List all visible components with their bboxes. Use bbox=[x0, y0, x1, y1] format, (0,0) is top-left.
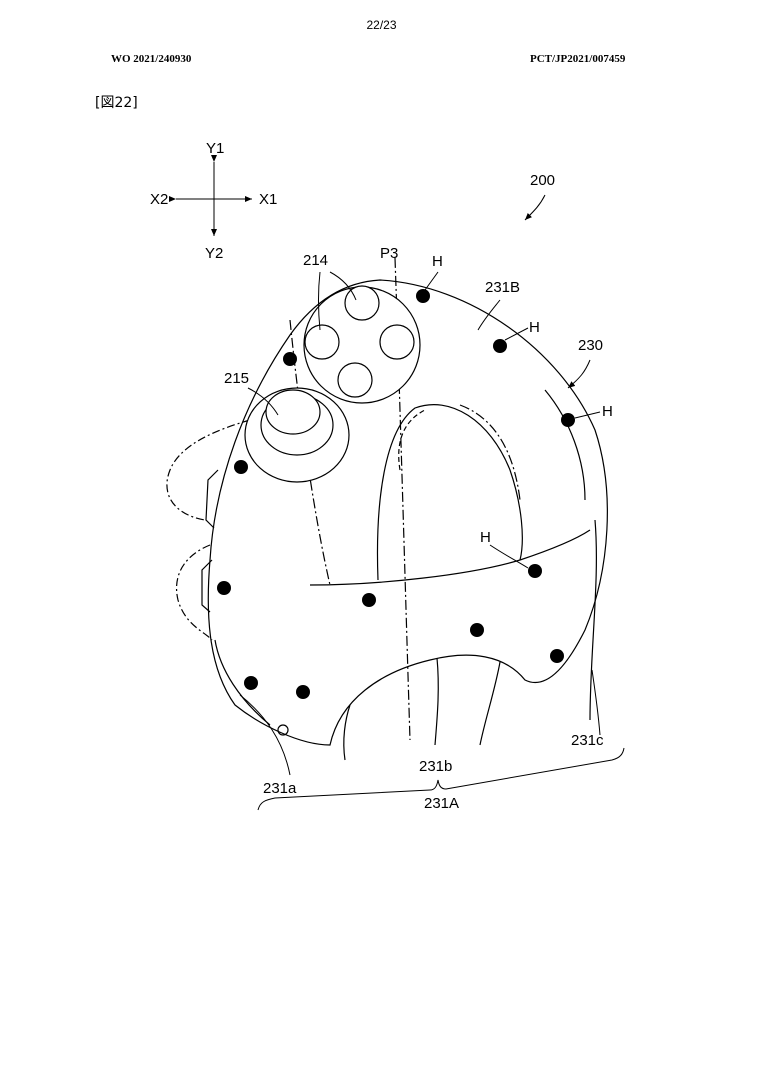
marker-dot bbox=[493, 339, 507, 353]
marker-dot bbox=[416, 289, 430, 303]
bottom-line-a bbox=[343, 704, 351, 761]
button-left bbox=[304, 324, 340, 360]
leader-H1 bbox=[424, 271, 439, 291]
arch-opening bbox=[376, 404, 523, 581]
h-marker-dots bbox=[217, 289, 575, 699]
leader-214-a bbox=[318, 271, 321, 331]
label-231A: 231A bbox=[424, 795, 459, 812]
leader-215 bbox=[247, 387, 279, 416]
label-200: 200 bbox=[530, 172, 555, 189]
label-H-4: H bbox=[480, 529, 491, 546]
label-P3: P3 bbox=[380, 245, 398, 262]
axis-label-down: Y2 bbox=[205, 245, 223, 262]
page-number: 22/23 bbox=[366, 18, 397, 32]
brace-231A bbox=[257, 747, 625, 811]
leader-230 bbox=[567, 359, 591, 389]
housing-outline bbox=[207, 279, 608, 746]
leader-H2 bbox=[504, 327, 529, 341]
label-H-1: H bbox=[432, 253, 443, 270]
leader-231B bbox=[477, 299, 501, 331]
right-edge-lower bbox=[589, 519, 597, 721]
button-right bbox=[379, 324, 415, 360]
right-edge-inner bbox=[544, 389, 586, 501]
controller-device bbox=[166, 257, 608, 761]
marker-dot bbox=[470, 623, 484, 637]
bottom-line-b2 bbox=[479, 661, 501, 746]
leader-lines bbox=[239, 194, 625, 811]
application-number: PCT/JP2021/007459 bbox=[530, 53, 626, 65]
rear-grip-lower bbox=[176, 544, 213, 641]
bottom-line-b1 bbox=[434, 657, 439, 746]
marker-dot bbox=[217, 581, 231, 595]
arch-inner bbox=[398, 409, 426, 471]
label-215: 215 bbox=[224, 370, 249, 387]
leader-H3 bbox=[574, 411, 601, 419]
axis-label-left: X2 bbox=[150, 191, 168, 208]
leader-H4 bbox=[489, 544, 529, 569]
button-bottom bbox=[337, 362, 373, 398]
label-231B: 231B bbox=[485, 279, 520, 296]
button-top bbox=[344, 285, 380, 321]
marker-dot bbox=[528, 564, 542, 578]
joystick-cap bbox=[265, 389, 321, 435]
horizontal-band bbox=[309, 529, 591, 586]
label-231b: 231b bbox=[419, 758, 452, 775]
side-button-lower bbox=[201, 559, 213, 613]
marker-dot bbox=[244, 676, 258, 690]
leader-231c bbox=[591, 669, 601, 736]
leader-200 bbox=[524, 194, 546, 221]
label-230: 230 bbox=[578, 337, 603, 354]
marker-dot bbox=[362, 593, 376, 607]
rear-grip-upper bbox=[166, 419, 251, 521]
marker-dot bbox=[550, 649, 564, 663]
leader-214-b bbox=[329, 271, 357, 301]
label-214: 214 bbox=[303, 252, 328, 269]
axis-label-up: Y1 bbox=[206, 140, 224, 157]
guide-line-right bbox=[459, 404, 521, 501]
label-231a: 231a bbox=[263, 780, 297, 797]
side-button-upper bbox=[205, 469, 219, 529]
bottom-hole bbox=[277, 724, 289, 736]
label-H-2: H bbox=[529, 319, 540, 336]
label-H-3: H bbox=[602, 403, 613, 420]
marker-dot bbox=[283, 352, 297, 366]
joystick bbox=[244, 387, 350, 483]
leader-231a bbox=[239, 694, 291, 776]
marker-dot bbox=[296, 685, 310, 699]
axis-indicator bbox=[169, 155, 252, 236]
marker-dot bbox=[561, 413, 575, 427]
label-231c: 231c bbox=[571, 732, 604, 749]
axis-label-right: X1 bbox=[259, 191, 277, 208]
figure-label: [図22] bbox=[95, 95, 138, 111]
publication-number: WO 2021/240930 bbox=[111, 53, 192, 65]
marker-dot bbox=[234, 460, 248, 474]
button-cluster bbox=[303, 285, 421, 404]
bottom-left-curve bbox=[214, 639, 271, 726]
